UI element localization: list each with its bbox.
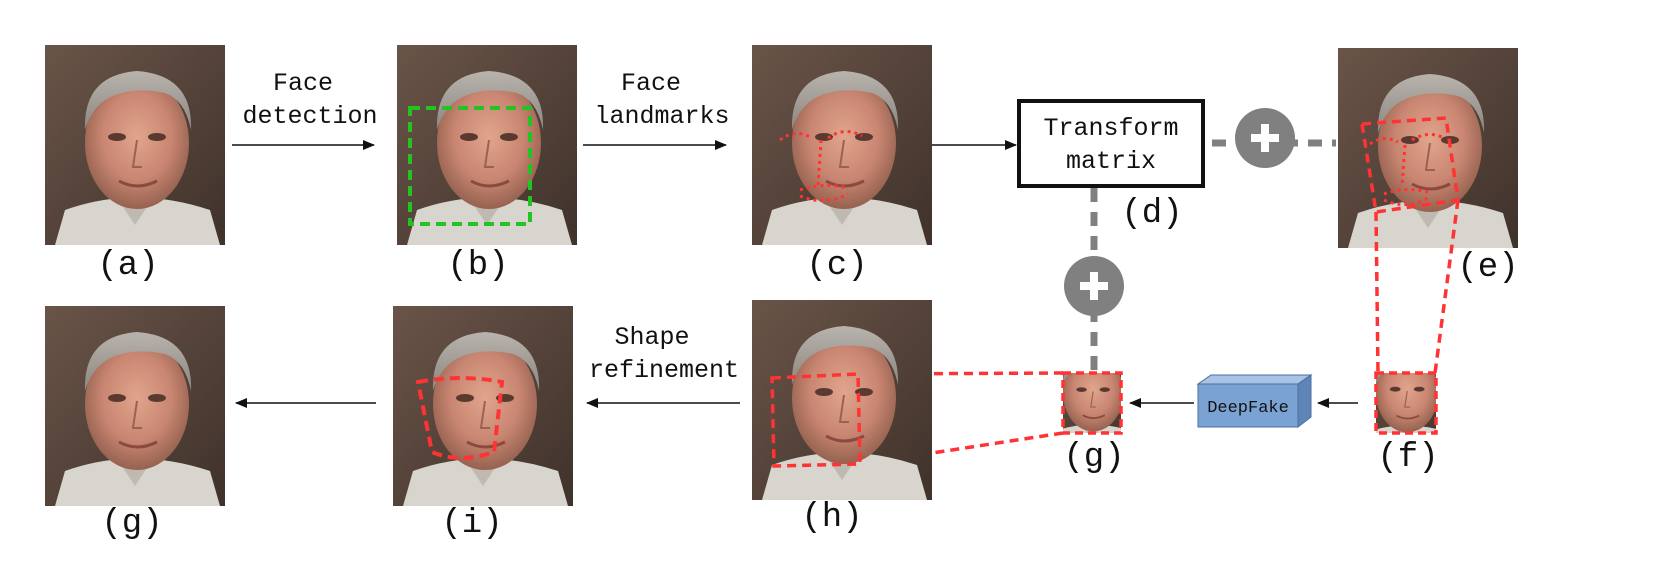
portrait-b: [395, 43, 579, 247]
panel-label-e: (e): [1457, 249, 1518, 287]
face-detection-box: [408, 106, 532, 226]
panel-label-g-final: (g): [101, 505, 162, 543]
portrait-c: [750, 43, 934, 247]
panel-label-d: (d): [1121, 195, 1182, 233]
face-landmarks-label-line2: landmarks: [594, 102, 729, 131]
transform-matrix-label-line2: matrix: [1066, 147, 1156, 176]
portrait-h: [750, 298, 934, 502]
plus-icon-middle: [1064, 256, 1124, 316]
portrait-e: [1336, 46, 1520, 250]
warped-face-box-h: [770, 372, 862, 468]
transform-matrix-label-line1: Transform: [1043, 114, 1178, 143]
shape-refinement-label-line2: refinement: [589, 356, 739, 385]
panel-label-b: (b): [447, 247, 508, 285]
face-crop-g-border: [1061, 371, 1123, 435]
panel-label-a: (a): [97, 247, 158, 285]
plus-icon-top: [1235, 108, 1295, 168]
face-detection-label-line2: detection: [242, 102, 377, 131]
facial-landmarks-c: [779, 130, 863, 202]
refined-mask-i: [415, 376, 505, 460]
portrait-i: [391, 304, 575, 508]
crop-link-left: [1374, 211, 1380, 374]
face-crop-f: [1376, 373, 1436, 433]
panel-label-h: (h): [801, 499, 862, 537]
panel-label-g-small: (g): [1063, 439, 1124, 477]
portrait-a: [43, 43, 227, 247]
shape-refinement-label-line1: Shape: [614, 323, 689, 352]
face-detection-label-line1: Face: [273, 69, 333, 98]
panel-label-c: (c): [806, 247, 867, 285]
facial-landmarks-e: [1369, 133, 1445, 206]
portrait-g-final: [43, 304, 227, 508]
panel-label-f: (f): [1377, 439, 1438, 477]
face-landmarks-label-line1: Face: [621, 69, 681, 98]
panel-label-i: (i): [441, 505, 502, 543]
transform-matrix-box: [1017, 99, 1205, 188]
deepfake-label: DeepFake: [1207, 399, 1289, 418]
face-crop-f-border: [1374, 371, 1438, 435]
deepfake-model-box: DeepFake: [1196, 374, 1313, 429]
